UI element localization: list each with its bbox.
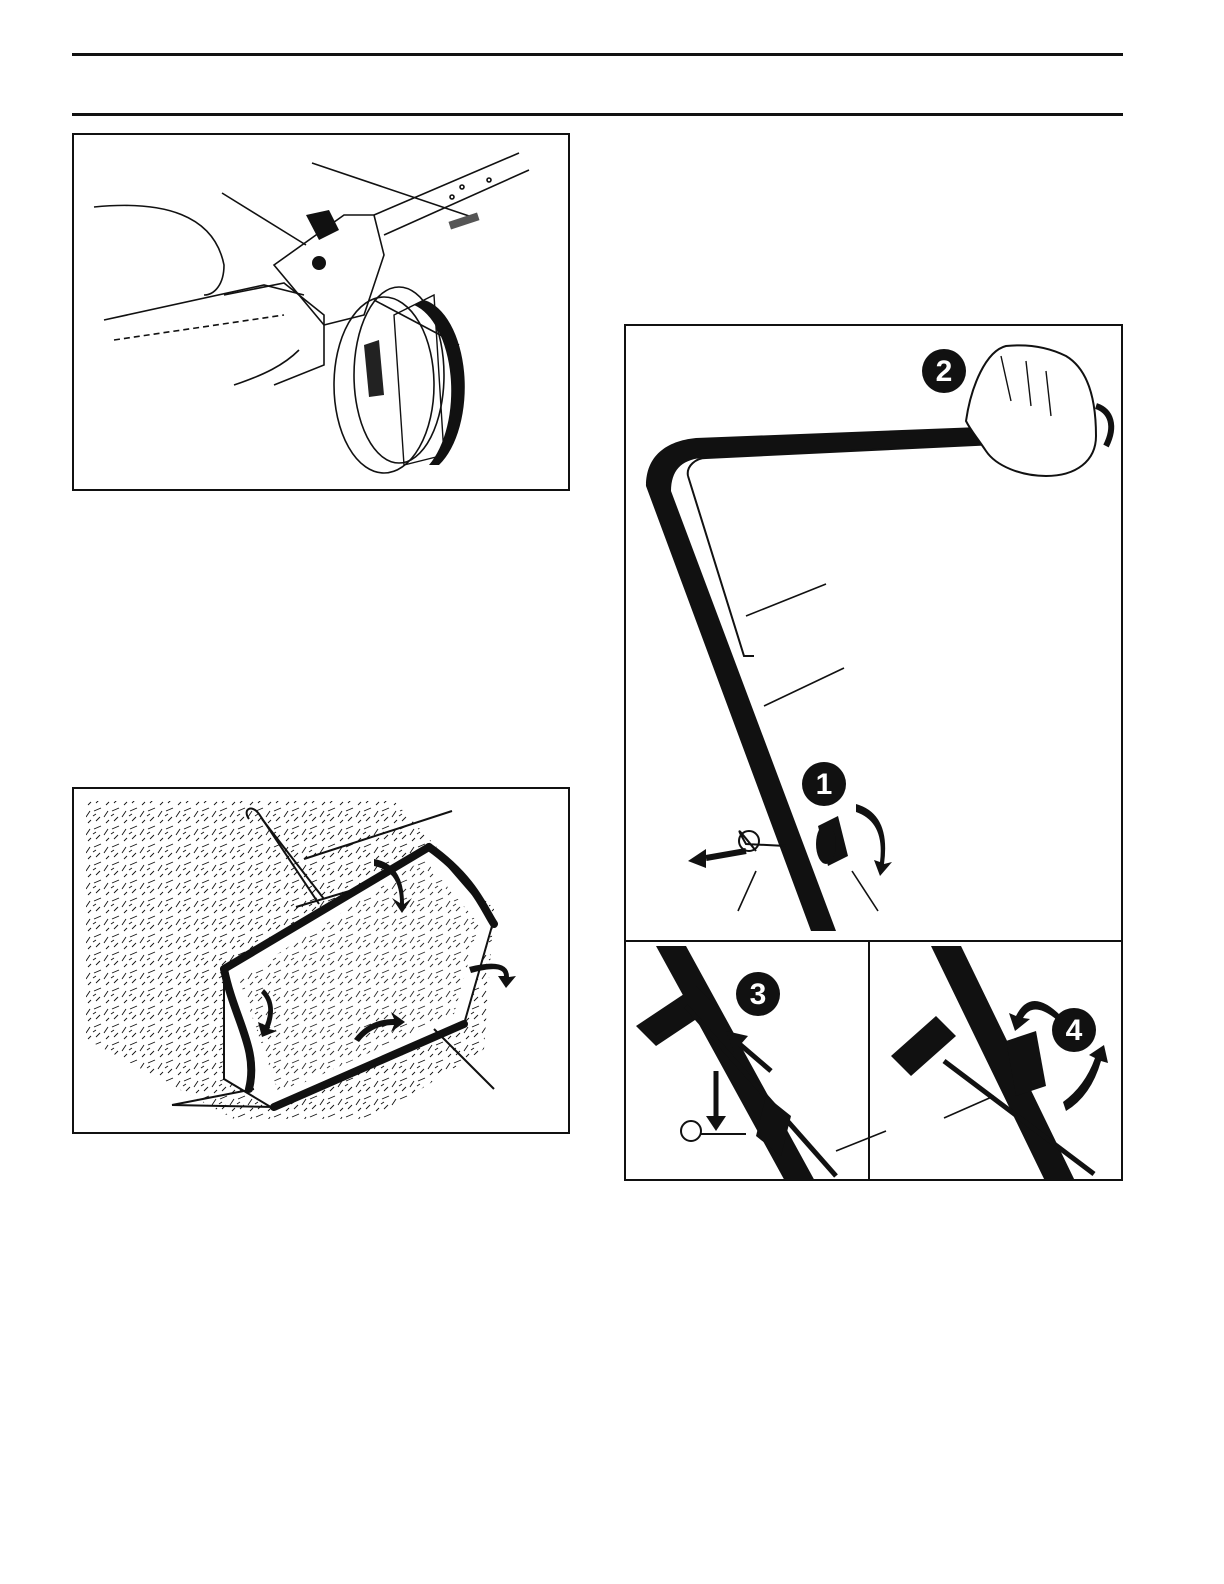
- handle-illustration: 2 1 3: [626, 326, 1123, 1181]
- step-badge-1: 1: [802, 762, 846, 806]
- catcher-bag-illustration: [74, 789, 570, 1134]
- figure-wheel-height-adjuster: [72, 133, 570, 491]
- svg-text:1: 1: [816, 768, 833, 801]
- svg-text:2: 2: [936, 355, 953, 388]
- figure-grass-catcher-bag: [72, 787, 570, 1134]
- panel-step-4: 4: [891, 946, 1108, 1181]
- header-rule-bottom: [72, 113, 1123, 116]
- step-badge-2: 2: [922, 349, 966, 393]
- svg-text:3: 3: [750, 978, 767, 1011]
- panel-step-3: 3: [636, 946, 886, 1181]
- wheel-illustration: [74, 135, 570, 491]
- figure-handle-assembly: 2 1 3: [624, 324, 1123, 1181]
- header-rule-top: [72, 53, 1123, 56]
- svg-text:4: 4: [1066, 1014, 1083, 1047]
